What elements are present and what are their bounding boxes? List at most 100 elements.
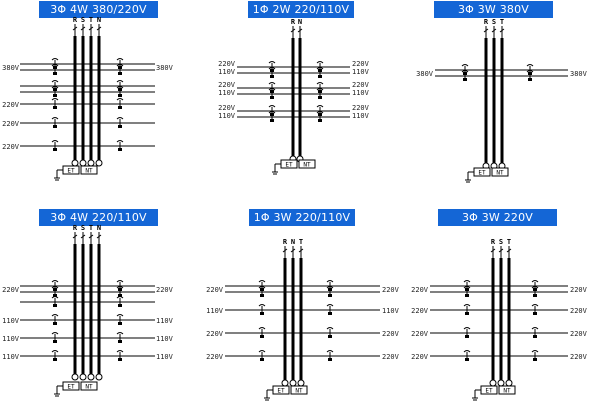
breaker-symbol: [116, 117, 124, 120]
terminal: [71, 373, 79, 381]
voltage-label-right: 220V: [382, 286, 400, 294]
breaker-symbol: [531, 286, 539, 289]
switch-blade: [290, 28, 296, 33]
breaker-symbol: [268, 111, 276, 114]
voltage-label-left: 220V: [2, 101, 20, 109]
voltage-label-right: 220V: [352, 81, 370, 89]
breaker-symbol: [116, 86, 124, 89]
ground-box-et: [272, 385, 290, 395]
breaker-base: [465, 358, 469, 361]
voltage-label-right: 220V: [382, 353, 400, 361]
breaker-symbol: [268, 61, 276, 64]
breaker-symbol: [116, 286, 124, 289]
breaker-base: [118, 125, 122, 128]
breaker-symbol: [531, 327, 539, 330]
breaker-base: [465, 294, 469, 297]
breaker-symbol: [116, 80, 124, 83]
breaker-symbol: [51, 350, 59, 353]
breaker-symbol: [526, 64, 534, 67]
switch-blade: [498, 248, 504, 253]
ground-label-et: ET: [285, 162, 293, 169]
breaker-base: [465, 335, 469, 338]
breaker-base: [118, 72, 122, 75]
breaker-symbol: [461, 64, 469, 67]
terminal: [489, 379, 497, 387]
voltage-label-left: 110V: [2, 353, 20, 361]
breaker-symbol: [268, 88, 276, 91]
ground-box-nt: [80, 381, 98, 391]
breaker-symbol: [116, 58, 124, 61]
phase-label: R: [73, 16, 78, 24]
breaker-symbol: [51, 286, 59, 289]
bus-bar: [81, 36, 85, 160]
phase-label: N: [298, 18, 302, 26]
breaker-symbol: [268, 105, 276, 108]
breaker-symbol: [116, 98, 124, 101]
breaker-base: [328, 335, 332, 338]
voltage-label-left: 110V: [218, 112, 236, 120]
voltage-label-right: 380V: [570, 70, 588, 78]
voltage-label-left: 220V: [411, 286, 429, 294]
breaker-base: [53, 94, 57, 97]
breaker-base: [533, 358, 537, 361]
breaker-symbol: [326, 280, 334, 283]
switch-blade: [72, 234, 78, 239]
switch-blade: [290, 248, 296, 253]
voltage-label-left: 220V: [206, 330, 224, 338]
bus-bar: [499, 258, 503, 380]
phase-label: T: [89, 16, 93, 24]
ground-label-nt: NT: [303, 162, 311, 169]
bus-bar: [492, 38, 496, 163]
voltage-label-right: 220V: [382, 330, 400, 338]
breaker-base: [328, 358, 332, 361]
breaker-symbol: [51, 80, 59, 83]
ground-box-et: [62, 165, 80, 175]
voltage-label-left: 380V: [416, 70, 434, 78]
breaker-base: [328, 294, 332, 297]
breaker-base: [318, 75, 322, 78]
phase-label: S: [81, 16, 85, 24]
breaker-symbol: [531, 280, 539, 283]
breaker-symbol: [116, 280, 124, 283]
switch-blade: [499, 28, 505, 33]
switch-blade: [72, 26, 78, 31]
breaker-symbol: [51, 86, 59, 89]
breaker-symbol: [116, 332, 124, 335]
switch-blade: [80, 26, 86, 31]
breaker-base: [118, 358, 122, 361]
breaker-base: [533, 312, 537, 315]
breaker-symbol: [531, 350, 539, 353]
breaker-symbol: [463, 286, 471, 289]
breaker-symbol: [463, 327, 471, 330]
voltage-label-left: 220V: [411, 353, 429, 361]
breaker-symbol: [116, 64, 124, 67]
switch-blade: [490, 248, 496, 253]
ground-label-nt: NT: [85, 384, 93, 391]
breaker-symbol: [258, 286, 266, 289]
ground-label-et: ET: [67, 168, 75, 175]
breaker-symbol: [258, 280, 266, 283]
breaker-symbol: [51, 58, 59, 61]
bus-bar: [73, 36, 77, 160]
switch-blade: [96, 234, 102, 239]
switch-blade: [80, 234, 86, 239]
ground-box-nt: [491, 167, 509, 177]
terminal: [505, 379, 513, 387]
ground-label-nt: NT: [496, 170, 504, 177]
breaker-symbol: [326, 304, 334, 307]
terminal: [95, 159, 103, 167]
switch-blade: [298, 248, 304, 253]
phase-label: S: [492, 18, 496, 26]
voltage-label-right: 220V: [570, 353, 588, 361]
voltage-label-left: 110V: [2, 335, 20, 343]
phase-label: R: [283, 238, 288, 246]
diagram-title: 3Φ 3W 220V: [438, 209, 557, 226]
bus-bar: [500, 38, 504, 163]
voltage-label-left: 220V: [2, 286, 20, 294]
